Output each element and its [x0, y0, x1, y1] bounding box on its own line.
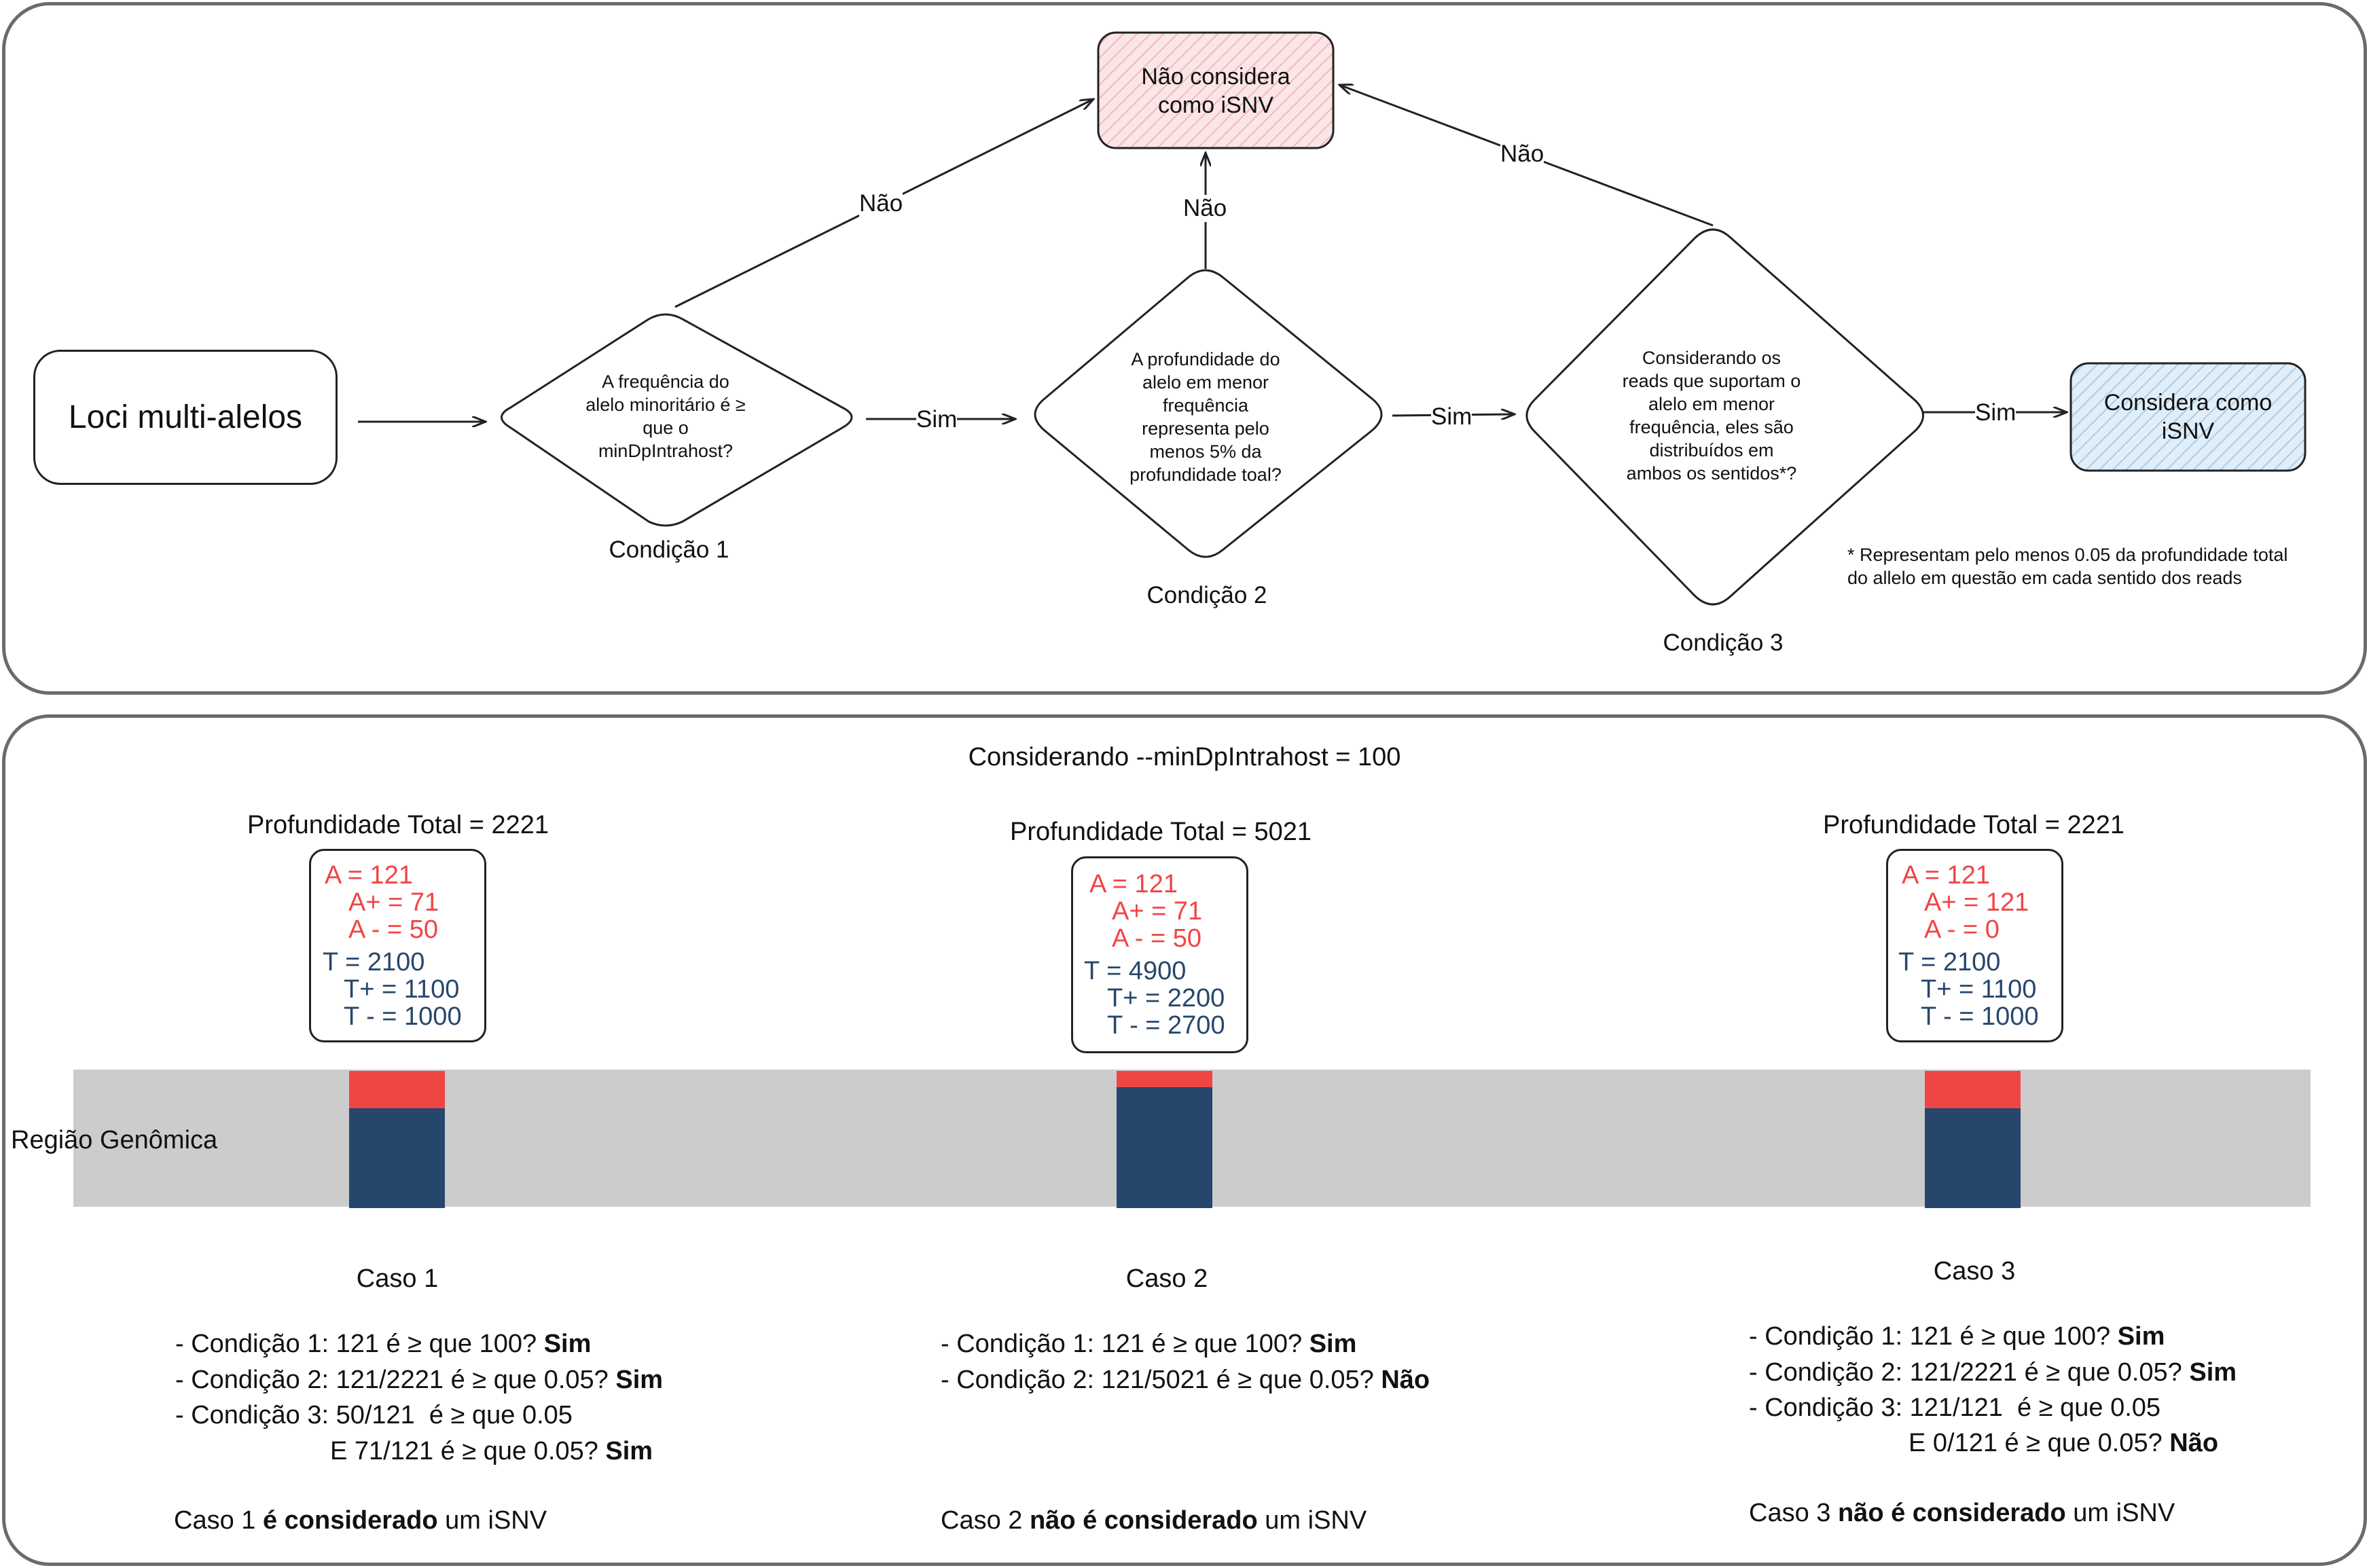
case-2-condition-2: - Condição 2: 121/5021 é ≥ que 0.05? Não	[941, 1362, 1430, 1398]
condition-1-diamond	[501, 313, 853, 527]
footnote: * Representam pelo menos 0.05 da profund…	[1847, 545, 2288, 588]
case-2-t-minus: T - = 2700	[1107, 1011, 1225, 1040]
condition-2-label: Condição 2	[1146, 582, 1267, 608]
case-2-conclusion-post: um iSNV	[1257, 1506, 1367, 1535]
case-1-ref-allele-bar	[349, 1108, 445, 1208]
case-2-count-box: A = 121 A+ = 71 A - = 50 T = 4900 T+ = 2…	[1071, 856, 1248, 1053]
case-3-a-minus: A - = 0	[1924, 915, 2000, 944]
start-node-label: Loci multi-alelos	[68, 399, 303, 435]
start-node: Loci multi-alelos	[33, 350, 338, 485]
case-3-a-plus: A+ = 121	[1924, 888, 2029, 917]
case-2-depth-title: Profundidade Total = 5021	[1009, 818, 1312, 846]
reject-box-shape	[1097, 31, 1335, 149]
case-1-t-plus: T+ = 1100	[344, 975, 460, 1004]
condition-2-question: A profundidade do alelo em menor frequên…	[1129, 349, 1282, 485]
condition-1-question: A frequência do alelo minoritário é ≥ qu…	[585, 371, 746, 461]
edge-label-no-1: Não	[859, 190, 903, 217]
case-2-t-count: T = 4900	[1084, 957, 1187, 985]
case-3-t-minus: T - = 1000	[1921, 1002, 2039, 1031]
example-header: Considerando --minDpIntrahost = 100	[968, 743, 1401, 771]
condition-3-question: Considerando os reads que suportam o ale…	[1622, 348, 1801, 484]
case-2-condition-1: - Condição 1: 121 é ≥ que 100? Sim	[941, 1326, 1356, 1362]
case-3-alt-allele-bar	[1925, 1071, 2021, 1108]
case-3-condition-3b-text: E 0/121 é ≥ que 0.05?	[1909, 1429, 2170, 1457]
case-1-count-box: A = 121 A+ = 71 A - = 50 T = 2100 T+ = 1…	[309, 849, 486, 1042]
case-2-t-plus: T+ = 2200	[1107, 984, 1225, 1013]
case-1-t-minus: T - = 1000	[344, 1002, 462, 1031]
case-3-depth-title: Profundidade Total = 2221	[1822, 811, 2125, 839]
case-3-condition-1-answer: Sim	[2117, 1322, 2165, 1351]
edge-label-no-3: Não	[1500, 141, 1544, 168]
reject-node-label: Não considera como iSNV	[1141, 64, 1290, 118]
case-1-condition-2: - Condição 2: 121/2221 é ≥ que 0.05? Sim	[175, 1362, 663, 1398]
case-3-condition-3b: E 0/121 é ≥ que 0.05? Não	[1909, 1425, 2218, 1461]
case-2-a-minus: A - = 50	[1112, 924, 1202, 953]
case-3-t-count: T = 2100	[1898, 948, 2001, 977]
case-2-name: Caso 2	[1125, 1264, 1208, 1293]
case-1-depth-title: Profundidade Total = 2221	[247, 811, 549, 839]
case-3-ref-allele-bar	[1925, 1108, 2021, 1208]
case-3-condition-1: - Condição 1: 121 é ≥ que 100? Sim	[1749, 1319, 2165, 1354]
edge-label-yes-1: Sim	[916, 406, 958, 433]
edge-label-yes-3: Sim	[1975, 399, 2017, 426]
case-1-conclusion-bold: é considerado	[262, 1506, 438, 1535]
case-1-condition-2-text: - Condição 2: 121/2221 é ≥ que 0.05?	[175, 1366, 616, 1394]
case-1-condition-1-text: - Condição 1: 121 é ≥ que 100?	[175, 1330, 544, 1358]
case-2-conclusion-bold: não é considerado	[1029, 1506, 1258, 1535]
case-1-t-count: T = 2100	[323, 948, 425, 977]
case-2-ref-allele-bar	[1117, 1087, 1212, 1208]
case-1-name: Caso 1	[356, 1264, 439, 1293]
case-1-condition-1-answer: Sim	[543, 1330, 592, 1358]
edge-label-yes-2: Sim	[1431, 403, 1472, 431]
case-2-conclusion-pre: Caso 2	[941, 1506, 1030, 1535]
case-2-condition-1-text: - Condição 1: 121 é ≥ que 100?	[941, 1330, 1309, 1358]
case-3-name: Caso 3	[1933, 1257, 2016, 1286]
case-1-conclusion: Caso 1 é considerado um iSNV	[174, 1503, 547, 1538]
case-1-condition-3b: E 71/121 é ≥ que 0.05? Sim	[330, 1434, 653, 1469]
accept-node-label: Considera como iSNV	[2103, 390, 2273, 444]
case-2-condition-2-text: - Condição 2: 121/5021 é ≥ que 0.05?	[941, 1366, 1381, 1394]
case-3-condition-3b-answer: Não	[2169, 1429, 2219, 1457]
condition-2-diamond	[1034, 269, 1383, 558]
case-2-condition-1-answer: Sim	[1309, 1330, 1357, 1358]
case-1-conclusion-post: um iSNV	[437, 1506, 547, 1535]
case-2-a-count: A = 121	[1089, 870, 1178, 898]
case-3-t-plus: T+ = 1100	[1921, 975, 2037, 1004]
case-3-a-count: A = 121	[1902, 861, 1990, 890]
case-1-condition-3b-answer: Sim	[605, 1437, 653, 1465]
case-1-alt-allele-bar	[349, 1071, 445, 1108]
case-3-count-box: A = 121 A+ = 121 A - = 0 T = 2100 T+ = 1…	[1886, 849, 2063, 1042]
case-2-condition-2-answer: Não	[1381, 1366, 1430, 1394]
case-1-condition-2-answer: Sim	[615, 1366, 664, 1394]
case-1-a-minus: A - = 50	[348, 915, 439, 944]
condition-3-label: Condição 3	[1663, 630, 1784, 656]
condition-3-diamond	[1525, 228, 1924, 606]
accept-box-shape	[2069, 362, 2307, 472]
case-1-a-count: A = 121	[325, 861, 413, 890]
case-2-alt-allele-bar	[1117, 1071, 1212, 1087]
case-3-condition-2-answer: Sim	[2189, 1358, 2237, 1387]
case-3-condition-1-text: - Condição 1: 121 é ≥ que 100?	[1749, 1322, 2118, 1351]
case-2-a-plus: A+ = 71	[1112, 897, 1203, 926]
case-3-conclusion-bold: não é considerado	[1837, 1499, 2066, 1527]
case-1-condition-1: - Condição 1: 121 é ≥ que 100? Sim	[175, 1326, 591, 1362]
case-3-conclusion-pre: Caso 3	[1749, 1499, 1838, 1527]
case-1-conclusion-pre: Caso 1	[174, 1506, 263, 1535]
allele-bars	[349, 1071, 2021, 1208]
case-1-condition-3b-text: E 71/121 é ≥ que 0.05?	[330, 1437, 606, 1465]
genomic-region-label: Região Genômica	[11, 1126, 218, 1154]
case-3-condition-2-text: - Condição 2: 121/2221 é ≥ que 0.05?	[1749, 1358, 2190, 1387]
edge-label-no-2: Não	[1183, 195, 1227, 222]
case-3-condition-3: - Condição 3: 121/121 é ≥ que 0.05	[1749, 1393, 2161, 1422]
case-3-conclusion-post: um iSNV	[2065, 1499, 2175, 1527]
case-2-conclusion: Caso 2 não é considerado um iSNV	[941, 1503, 1367, 1538]
case-1-condition-3: - Condição 3: 50/121 é ≥ que 0.05	[175, 1401, 573, 1429]
case-1-a-plus: A+ = 71	[348, 888, 439, 917]
case-3-condition-2: - Condição 2: 121/2221 é ≥ que 0.05? Sim	[1749, 1355, 2237, 1390]
condition-1-label: Condição 1	[609, 536, 729, 563]
case-3-conclusion: Caso 3 não é considerado um iSNV	[1749, 1495, 2175, 1531]
